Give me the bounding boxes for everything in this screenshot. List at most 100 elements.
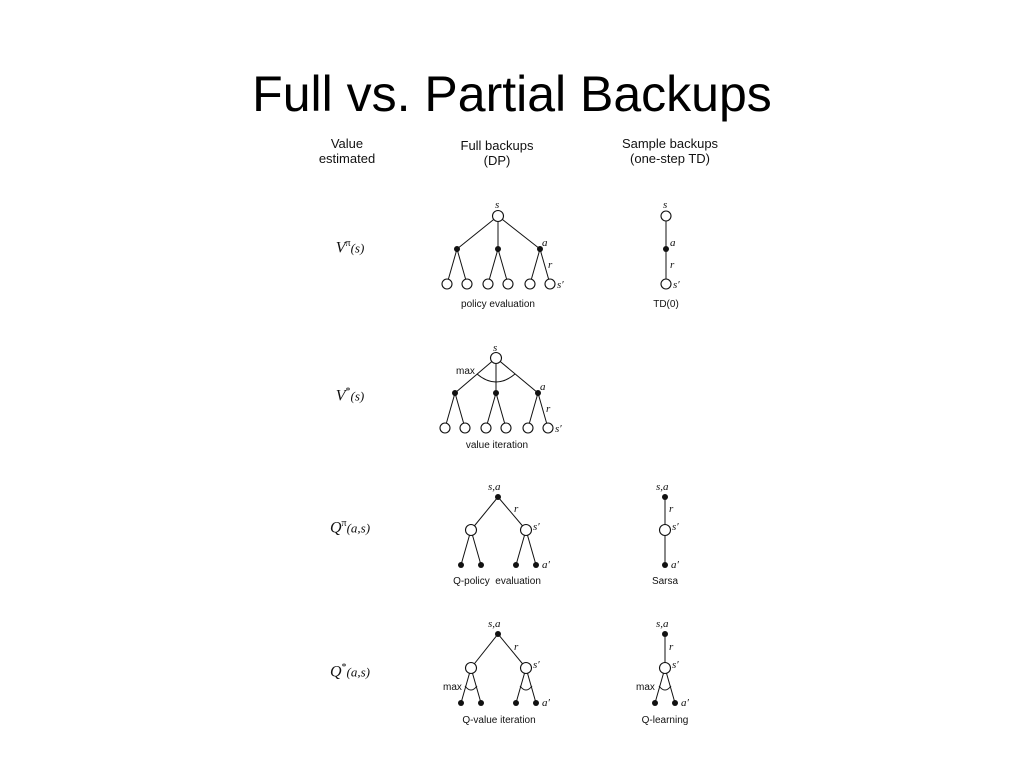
row-superscript: π [341, 518, 347, 529]
action-node [454, 246, 460, 252]
action-node [478, 562, 484, 568]
caption-q-learning: Q-learning [642, 715, 689, 726]
action-node [535, 390, 541, 396]
label-r: r [514, 641, 519, 653]
header-line: Full backups [460, 138, 534, 153]
state-node [459, 422, 471, 434]
max-arc [519, 685, 533, 691]
state-node [502, 278, 514, 290]
q-value-iteration-tree: s,a r s′ max a′ Q-value iteration [443, 618, 551, 726]
slide-title: Full vs. Partial Backups [252, 66, 772, 122]
state-node [439, 422, 451, 434]
state-node [491, 209, 505, 223]
state-node [461, 278, 473, 290]
state-node [500, 422, 512, 434]
action-node [452, 390, 458, 396]
state-node [522, 422, 534, 434]
policy-evaluation-tree: s a r s′ policy evaluation [441, 199, 564, 310]
header-sample-backups: Sample backups (one-step TD) [605, 136, 735, 166]
action-node [662, 562, 668, 568]
action-node [513, 700, 519, 706]
label-s: s [495, 199, 499, 211]
label-s-a: s,a [488, 618, 501, 630]
caption-policy-evaluation: policy evaluation [461, 299, 535, 310]
max-arc [476, 373, 516, 383]
state-node [544, 278, 556, 290]
row-argument: (a,s) [346, 520, 371, 536]
label-s-a: s,a [656, 481, 669, 493]
label-max: max [443, 682, 462, 693]
caption-sarsa: Sarsa [652, 576, 679, 587]
state-node [489, 351, 503, 365]
q-learning-tree: s,a r s′ max a′ Q-learning [636, 618, 690, 726]
caption-value-iteration: value iteration [466, 440, 528, 451]
caption-td0: TD(0) [653, 299, 679, 310]
sarsa-chain: s,a r s′ a′ Sarsa [652, 481, 680, 587]
state-node [542, 422, 554, 434]
label-max: max [636, 682, 655, 693]
label-a: a [540, 381, 546, 393]
action-node [662, 494, 668, 500]
header-value-estimated: Value estimated [297, 136, 397, 166]
state-node [480, 422, 492, 434]
state-node [482, 278, 494, 290]
td0-chain: s a r s′ TD(0) [653, 199, 680, 310]
row-superscript: π [345, 238, 351, 249]
row-argument: (a,s) [346, 664, 371, 680]
action-node [663, 246, 669, 252]
row-symbol: V [335, 387, 346, 405]
state-node [441, 278, 453, 290]
max-arc [658, 685, 672, 691]
label-s: s [663, 199, 667, 211]
action-node [458, 700, 464, 706]
value-iteration-tree: s max a r s′ value iteration [439, 342, 562, 451]
label-a: a [542, 237, 548, 249]
state-node [464, 523, 478, 537]
label-a: a [670, 237, 676, 249]
row-superscript: * [345, 386, 351, 397]
row-argument: (s) [350, 388, 365, 404]
action-node [672, 700, 678, 706]
label-s: s [493, 342, 497, 354]
header-line: (one-step TD) [630, 151, 710, 166]
action-node [662, 631, 668, 637]
label-r: r [546, 403, 551, 415]
row-label-v-star: V*(s) [300, 386, 400, 405]
action-node [458, 562, 464, 568]
header-line: estimated [318, 151, 376, 166]
state-node [660, 210, 672, 222]
label-s-prime: s′ [557, 279, 564, 291]
label-s-prime: s′ [672, 659, 679, 671]
label-a-prime: a′ [542, 559, 551, 571]
max-arc [464, 685, 478, 691]
label-r: r [548, 259, 553, 271]
row-label-q-star: Q*(a,s) [300, 662, 400, 681]
header-line: (DP) [483, 153, 511, 168]
label-r: r [670, 259, 675, 271]
label-s-a: s,a [488, 481, 501, 493]
state-node [658, 661, 672, 675]
label-s-prime: s′ [673, 279, 680, 291]
row-label-v-pi: Vπ(s) [300, 238, 400, 257]
label-r: r [514, 503, 519, 515]
label-s-prime: s′ [555, 423, 562, 435]
label-s-prime: s′ [672, 521, 679, 533]
action-node [533, 562, 539, 568]
state-node [519, 661, 533, 675]
label-s-prime: s′ [533, 659, 540, 671]
row-label-q-pi: Qπ(a,s) [300, 518, 400, 537]
row-symbol: Q [329, 663, 342, 681]
state-node [519, 523, 533, 537]
header-line: Sample backups [621, 136, 719, 151]
action-node [537, 246, 543, 252]
label-s-prime: s′ [533, 521, 540, 533]
action-node [495, 631, 501, 637]
label-max: max [456, 366, 475, 377]
row-argument: (s) [350, 240, 365, 256]
q-policy-evaluation-tree: s,a r s′ a′ Q-policy evaluation [453, 481, 550, 587]
action-node [493, 390, 499, 396]
action-node [478, 700, 484, 706]
row-symbol: Q [329, 519, 342, 537]
label-a-prime: a′ [542, 697, 551, 709]
label-r: r [669, 641, 674, 653]
